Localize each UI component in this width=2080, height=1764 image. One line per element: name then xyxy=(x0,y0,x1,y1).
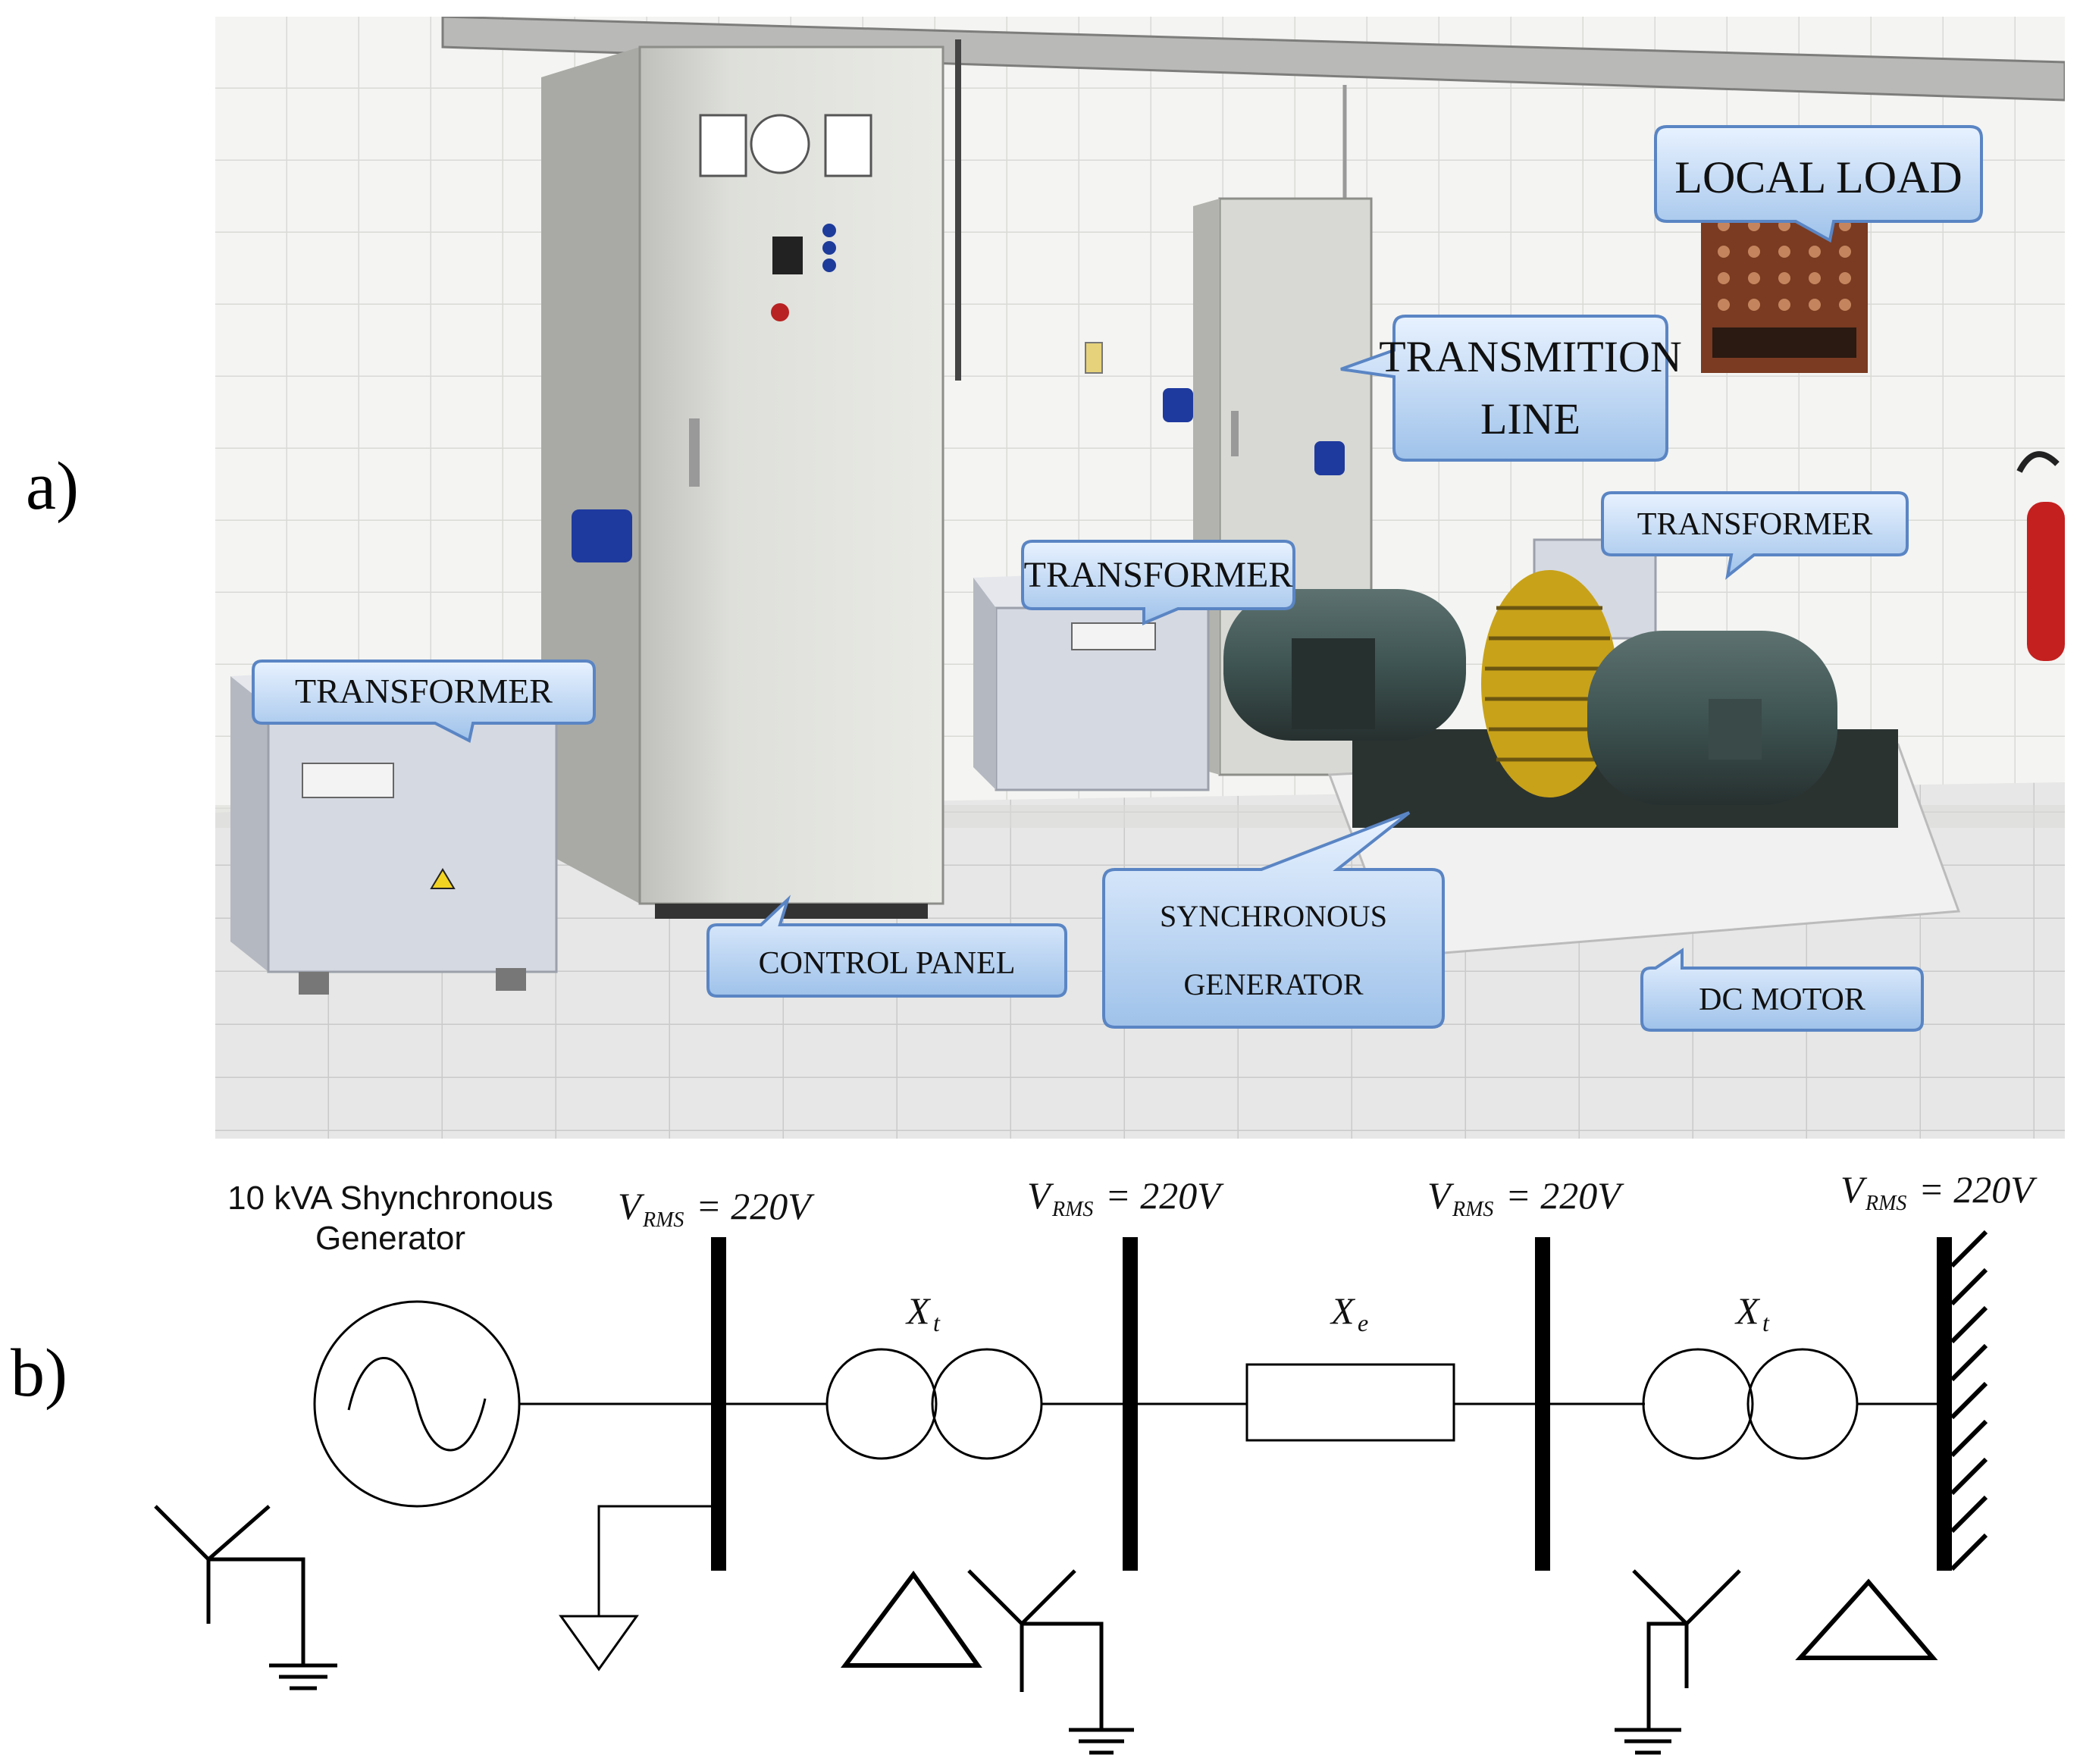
dc-motor-label: DC MOTOR xyxy=(1699,982,1865,1017)
infinite-bus xyxy=(1937,1237,1952,1571)
bus-1 xyxy=(711,1237,726,1571)
dc-motor-callout-bubble xyxy=(1640,948,1924,1032)
bus-voltage-label-1: V RMS = 220V xyxy=(618,1185,815,1232)
bus-2 xyxy=(1123,1237,1138,1571)
svg-text:X: X xyxy=(905,1289,932,1332)
svg-text:V: V xyxy=(618,1185,645,1227)
transformer-middle-label: TRANSFORMER xyxy=(1024,555,1293,595)
control-panel-callout-bubble xyxy=(706,895,1067,998)
transformer-2-symbol xyxy=(1642,1348,1859,1460)
transformer-left-label: TRANSFORMER xyxy=(295,672,553,710)
panel-a-label: a) xyxy=(26,449,79,524)
svg-text:V: V xyxy=(1027,1174,1054,1217)
svg-text:RMS: RMS xyxy=(1452,1198,1493,1221)
svg-text:= 220V: = 220V xyxy=(1105,1174,1224,1217)
transformer-right-label: TRANSFORMER xyxy=(1637,507,1872,542)
transformer-1-grounded-wye-symbol xyxy=(967,1569,1134,1755)
svg-text:X: X xyxy=(1734,1289,1761,1332)
svg-text:= 220V: = 220V xyxy=(1919,1168,2038,1211)
line-reactance-label: X e xyxy=(1330,1289,1368,1336)
transformer-middle-callout-bubble xyxy=(1021,540,1295,626)
fire-extinguisher xyxy=(2016,451,2065,661)
infinite-bus-hatching xyxy=(1950,1230,1988,1571)
transformer-right-callout-bubble xyxy=(1601,491,1909,580)
svg-text:RMS: RMS xyxy=(1051,1198,1093,1221)
local-load-board xyxy=(1701,199,1868,373)
panel-b-label: b) xyxy=(11,1336,67,1411)
generator-motor-set xyxy=(1223,570,1961,958)
transformer-1-symbol xyxy=(825,1348,1043,1460)
transmission-line-label-2: LINE xyxy=(1480,394,1580,443)
svg-text:V: V xyxy=(1840,1168,1868,1211)
transformer-2-reactance-label: X t xyxy=(1734,1289,1770,1336)
generator-grounded-wye-symbol xyxy=(154,1505,337,1690)
line-impedance-symbol xyxy=(1245,1363,1455,1442)
bus-3 xyxy=(1535,1237,1550,1571)
bus-voltage-label-3: V RMS = 220V xyxy=(1427,1174,1624,1221)
generator-label-line-2: Generator xyxy=(315,1220,465,1257)
synchronous-generator-label-2: GENERATOR xyxy=(1183,967,1363,1001)
control-panel-cabinet xyxy=(541,45,944,919)
transformer-2-delta-symbol xyxy=(1795,1578,1938,1660)
generator-label-line-1: 10 kVA Shynchronous xyxy=(227,1180,553,1217)
local-load-label: LOCAL LOAD xyxy=(1674,152,1962,202)
synchronous-generator-symbol xyxy=(313,1300,521,1508)
transformer-1-reactance-label: X t xyxy=(905,1289,941,1336)
transformer-left-callout-bubble xyxy=(252,660,596,743)
transmission-line-label-1: TRANSMITION xyxy=(1379,332,1682,381)
svg-text:t: t xyxy=(1762,1309,1770,1336)
svg-text:= 220V: = 220V xyxy=(1505,1174,1624,1217)
bus-voltage-label-2: V RMS = 220V xyxy=(1027,1174,1224,1221)
bus-voltage-label-4: V RMS = 220V xyxy=(1840,1168,2038,1215)
transmission-line-callout-bubble xyxy=(1340,315,1668,462)
control-panel-label: CONTROL PANEL xyxy=(759,946,1016,981)
bus-1-ground-symbol xyxy=(559,1505,711,1672)
one-line-diagram: 10 kVA Shynchronous Generator V RMS = 22… xyxy=(154,1168,2038,1755)
synchronous-generator-callout-bubble xyxy=(1102,811,1445,1029)
local-load-callout-bubble xyxy=(1654,125,1983,243)
lab-setup-photo: LOCAL LOAD TRANSMITION LINE TRANSFORMER … xyxy=(215,17,2065,1139)
svg-text:RMS: RMS xyxy=(1865,1192,1906,1215)
svg-text:e: e xyxy=(1358,1309,1368,1336)
svg-text:V: V xyxy=(1427,1174,1455,1217)
synchronous-generator-label-1: SYNCHRONOUS xyxy=(1160,899,1387,933)
transformer-2-grounded-wye-symbol xyxy=(1615,1569,1741,1755)
svg-text:= 220V: = 220V xyxy=(696,1185,815,1227)
transformer-1-delta-symbol xyxy=(841,1570,982,1668)
svg-text:t: t xyxy=(933,1309,941,1336)
svg-text:X: X xyxy=(1330,1289,1356,1332)
svg-text:RMS: RMS xyxy=(642,1208,684,1232)
